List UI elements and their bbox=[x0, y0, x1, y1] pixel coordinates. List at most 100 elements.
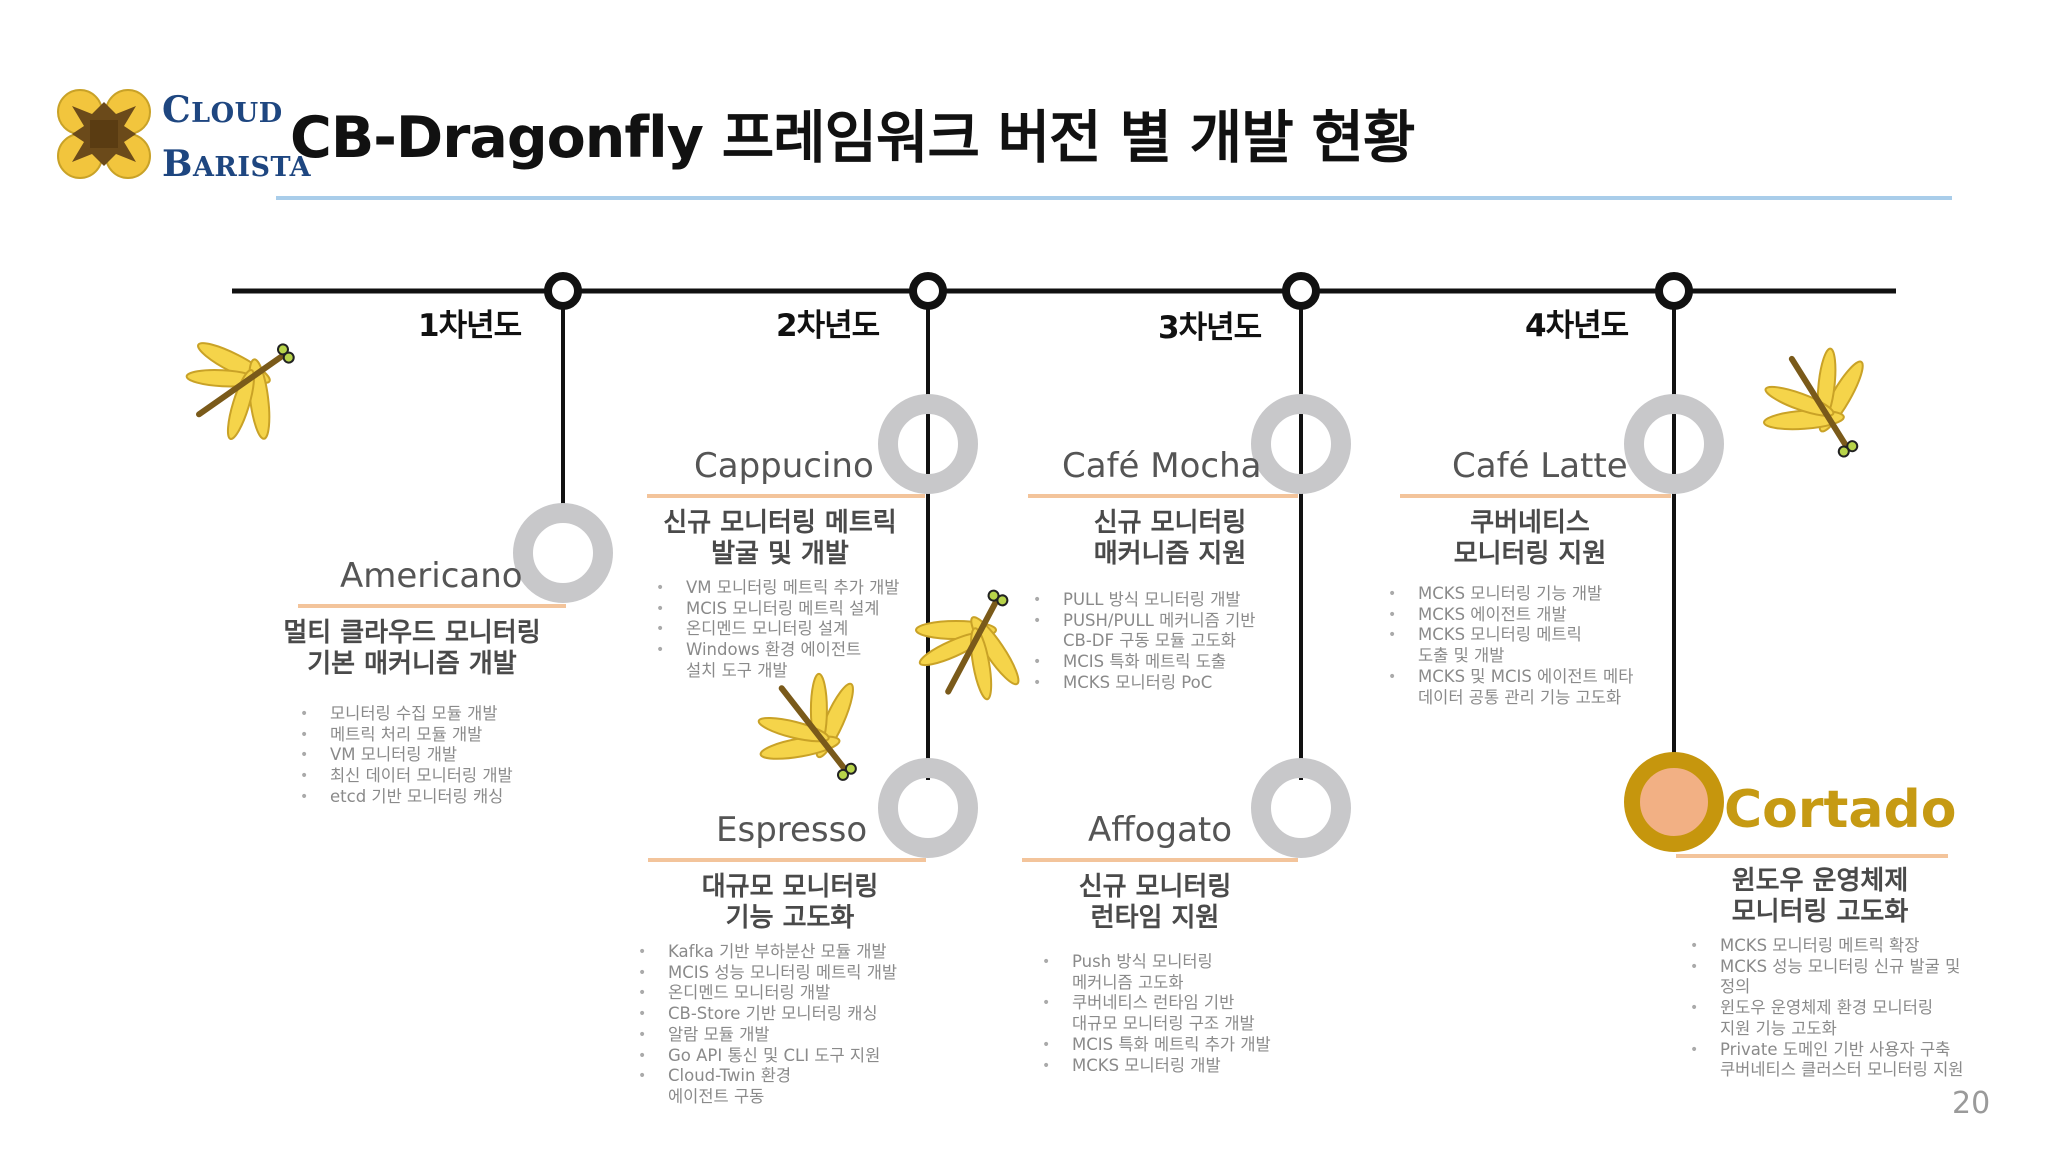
list-item: MCKS 성능 모니터링 신규 발굴 및정의 bbox=[1690, 957, 1963, 998]
list-item-line: 도출 및 개발 bbox=[1418, 646, 1505, 666]
logo-text-barista: BARISTA bbox=[162, 146, 311, 182]
list-item-line: PUSH/PULL 메커니즘 기반 bbox=[1063, 610, 1256, 630]
list-item-line: Windows 환경 에이전트 bbox=[686, 640, 862, 660]
version-underline bbox=[298, 604, 566, 608]
subtitle-line: 모니터링 지원 bbox=[1453, 539, 1607, 569]
logo-text-cloud: CLOUD bbox=[162, 92, 283, 128]
list-item-line: 윈도우 운영체제 환경 모니터링 bbox=[1720, 998, 1934, 1018]
list-item: 온디멘드 모니터링 설계 bbox=[656, 619, 899, 640]
page-title: CB-Dragonfly 프레임워크 버전 별 개발 현황 bbox=[290, 105, 1415, 171]
ring-espresso bbox=[878, 758, 978, 858]
version-subtitle-cortado: 윈도우 운영체제 모니터링 고도화 bbox=[1690, 866, 1950, 928]
title-divider bbox=[276, 196, 1952, 200]
year-label-2: 2차년도 bbox=[776, 308, 880, 344]
version-subtitle-cafe-mocha: 신규 모니터링 매커니즘 지원 bbox=[1030, 508, 1310, 570]
list-item: 모니터링 수집 모듈 개발 bbox=[300, 704, 513, 725]
list-item-line: MCKS 및 MCIS 에이전트 메타 bbox=[1418, 666, 1634, 686]
version-subtitle-espresso: 대규모 모니터링 기능 고도화 bbox=[640, 872, 940, 934]
logo-cloud-rest: LOUD bbox=[191, 98, 283, 129]
version-name-americano: Americano bbox=[340, 556, 523, 596]
subtitle-line: 신규 모니터링 메트릭 bbox=[663, 508, 897, 538]
feature-list-cappucino: VM 모니터링 메트릭 추가 개발MCIS 모니터링 메트릭 설계온디멘드 모니… bbox=[656, 578, 899, 682]
list-item: Kafka 기반 부하분산 모듈 개발 bbox=[638, 942, 897, 963]
list-item: MCIS 성능 모니터링 메트릭 개발 bbox=[638, 963, 897, 984]
list-item-line: 메커니즘 고도화 bbox=[1072, 972, 1184, 992]
feature-list-cortado: MCKS 모니터링 메트릭 확장MCKS 성능 모니터링 신규 발굴 및정의윈도… bbox=[1690, 936, 1963, 1081]
subtitle-line: 신규 모니터링 bbox=[1093, 508, 1247, 538]
ring-cafe-latte bbox=[1624, 394, 1724, 494]
version-name-cappucino: Cappucino bbox=[694, 446, 874, 486]
feature-list-americano: 모니터링 수집 모듈 개발메트릭 처리 모듈 개발VM 모니터링 개발최신 데이… bbox=[300, 704, 513, 808]
subtitle-line: 대규모 모니터링 bbox=[701, 872, 879, 902]
list-item-line: 에이전트 구동 bbox=[668, 1086, 765, 1106]
version-underline bbox=[1676, 854, 1948, 858]
list-item-line: 데이터 공통 관리 기능 고도화 bbox=[1418, 687, 1622, 707]
list-item-line: 정의 bbox=[1720, 977, 1751, 997]
dragonfly-icon bbox=[1740, 326, 1903, 485]
list-item-line: MCKS 모니터링 메트릭 bbox=[1418, 625, 1582, 645]
year-node-2 bbox=[909, 272, 947, 310]
ring-cafe-mocha bbox=[1251, 394, 1351, 494]
version-subtitle-americano: 멀티 클라우드 모니터링 기본 매커니즘 개발 bbox=[262, 618, 562, 680]
subtitle-line: 신규 모니터링 bbox=[1078, 872, 1232, 902]
subtitle-line: 런타임 지원 bbox=[1090, 903, 1220, 933]
year-label-4: 4차년도 bbox=[1525, 308, 1629, 344]
subtitle-line: 기능 고도화 bbox=[725, 903, 855, 933]
version-subtitle-affogato: 신규 모니터링 런타임 지원 bbox=[1030, 872, 1280, 934]
subtitle-line: 기본 매커니즘 개발 bbox=[307, 649, 517, 679]
subtitle-line: 윈도우 운영체제 bbox=[1731, 866, 1909, 896]
subtitle-line: 모니터링 고도화 bbox=[1731, 897, 1909, 927]
list-item: etcd 기반 모니터링 캐싱 bbox=[300, 787, 513, 808]
ring-americano bbox=[513, 503, 613, 603]
version-underline bbox=[1022, 858, 1298, 862]
dragonfly-icon bbox=[894, 565, 1055, 721]
year-node-3 bbox=[1282, 272, 1320, 310]
year-node-4 bbox=[1655, 272, 1693, 310]
list-item: VM 모니터링 개발 bbox=[300, 745, 513, 766]
version-subtitle-cappucino: 신규 모니터링 메트릭 발굴 및 개발 bbox=[640, 508, 920, 570]
list-item: 최신 데이터 모니터링 개발 bbox=[300, 766, 513, 787]
ring-cappucino bbox=[878, 394, 978, 494]
list-item: Go API 통신 및 CLI 도구 지원 bbox=[638, 1046, 897, 1067]
page-number: 20 bbox=[1952, 1086, 1991, 1121]
list-item-line: MCKS 성능 모니터링 신규 발굴 및 bbox=[1720, 956, 1961, 976]
version-underline bbox=[1028, 494, 1298, 498]
logo-barista-initial: B bbox=[162, 143, 193, 185]
list-item-line: Cloud-Twin 환경 bbox=[668, 1066, 792, 1086]
year-label-1: 1차년도 bbox=[418, 308, 522, 344]
list-item: MCIS 특화 메트릭 추가 개발 bbox=[1042, 1035, 1271, 1056]
version-rings bbox=[513, 394, 1724, 858]
timeline-stems bbox=[561, 291, 1676, 780]
subtitle-line: 발굴 및 개발 bbox=[711, 539, 849, 569]
subtitle-line: 쿠버네티스 bbox=[1470, 508, 1590, 538]
list-item: 온디멘드 모니터링 개발 bbox=[638, 983, 897, 1004]
list-item-line: 설치 도구 개발 bbox=[686, 660, 788, 680]
list-item-line: Push 방식 모니터링 bbox=[1072, 952, 1213, 971]
list-item: MCKS 모니터링 기능 개발 bbox=[1388, 584, 1633, 605]
year-nodes bbox=[544, 272, 1693, 310]
list-item: VM 모니터링 메트릭 추가 개발 bbox=[656, 578, 899, 599]
list-item: 알람 모듈 개발 bbox=[638, 1025, 897, 1046]
version-name-affogato: Affogato bbox=[1088, 810, 1233, 850]
version-name-cortado: Cortado bbox=[1724, 780, 1957, 840]
list-item-line: 쿠버네티스 클러스터 모니터링 지원 bbox=[1720, 1060, 1964, 1080]
version-name-espresso: Espresso bbox=[716, 810, 868, 850]
version-name-cafe-mocha: Café Mocha bbox=[1062, 446, 1262, 486]
version-subtitle-cafe-latte: 쿠버네티스 모니터링 지원 bbox=[1400, 508, 1660, 570]
version-underline bbox=[647, 494, 925, 498]
list-item-line: 지원 기능 고도화 bbox=[1720, 1018, 1837, 1038]
version-underline bbox=[648, 858, 926, 862]
version-name-cafe-latte: Café Latte bbox=[1452, 446, 1628, 486]
list-item-line: 쿠버네티스 런타임 기반 bbox=[1072, 993, 1235, 1013]
logo-barista-rest: ARISTA bbox=[192, 152, 312, 183]
subtitle-line: 멀티 클라우드 모니터링 bbox=[283, 618, 541, 648]
